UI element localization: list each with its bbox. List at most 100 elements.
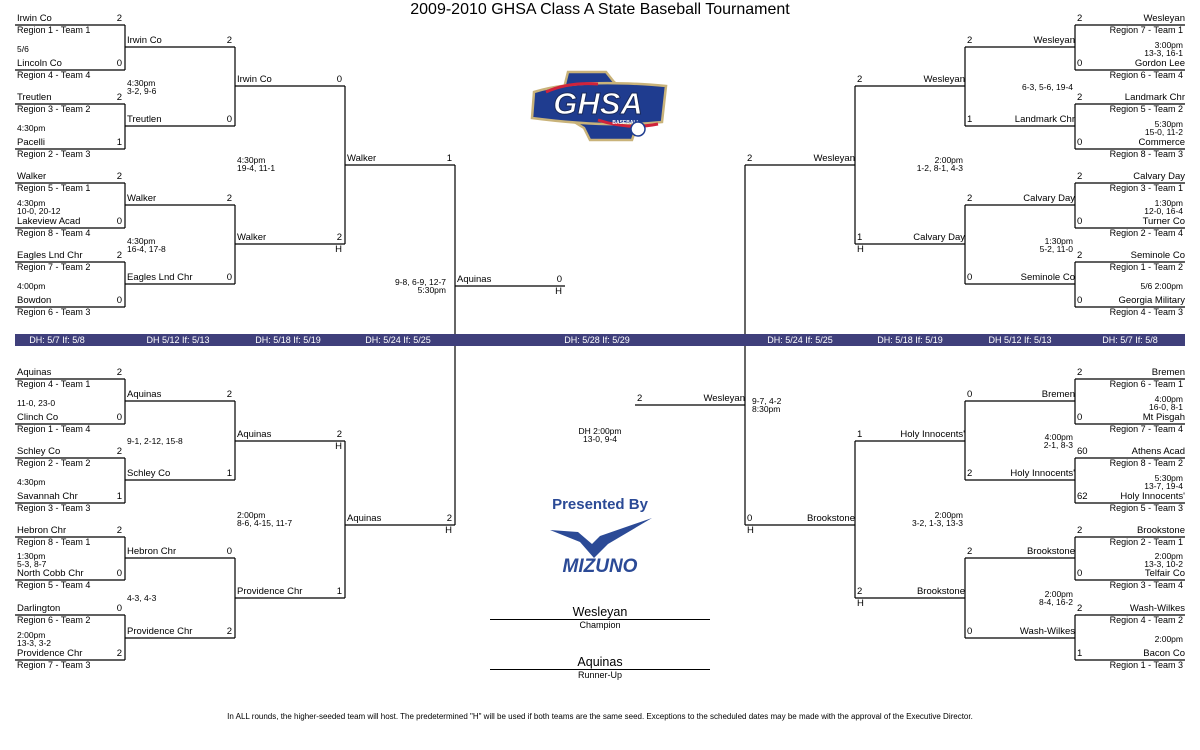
team-score: 2	[336, 232, 342, 243]
game-note: 1:30pm 5-2, 11-0	[1039, 235, 1073, 254]
team-name: Treutlen	[17, 92, 52, 103]
team-seed: Region 2 - Team 4	[1109, 228, 1183, 238]
game-note: 4:30pm 3-2, 9-6	[127, 77, 157, 96]
team-name: Aquinas	[457, 274, 492, 285]
team-name: Irwin Co	[127, 35, 162, 46]
runner-up-team: Aquinas	[577, 655, 623, 669]
team-score: 0	[967, 272, 973, 283]
round-date-label: DH 5/12 If: 5/13	[988, 335, 1052, 345]
team-name: Wesleyan	[923, 74, 965, 85]
team-name: Walker	[127, 193, 157, 204]
team-score: 0	[1077, 58, 1083, 69]
team-score: 2	[226, 193, 232, 204]
team-seed: Region 2 - Team 2	[17, 458, 91, 468]
svg-text:BASEBALL: BASEBALL	[612, 120, 639, 126]
home-marker: H	[445, 525, 452, 536]
team-name: Commerce	[1138, 137, 1185, 148]
team-score: 1	[967, 114, 973, 125]
team-score: 0	[226, 114, 232, 125]
game-note: 6-3, 5-6, 19-4	[1021, 81, 1073, 92]
team-name: Bowdon	[17, 295, 52, 306]
ghsa-baseball-logo: GHSA BASEBALL	[530, 70, 668, 142]
team-seed: Region 1 - Team 1	[17, 25, 91, 35]
game-note: 5/6	[17, 43, 29, 54]
team-score: 1	[1077, 648, 1083, 659]
champion-label: Champion	[490, 619, 710, 630]
round-dates-band: DH: 5/7 If: 5/8 DH 5/12 If: 5/13 DH: 5/1…	[15, 334, 1185, 346]
team-name: Wesleyan	[1143, 13, 1185, 24]
team-seed: Region 8 - Team 1	[17, 537, 91, 547]
team-score: 62	[1077, 491, 1088, 502]
team-name: Clinch Co	[17, 412, 59, 423]
game-note: 2:00pm 1-2, 8-1, 4-3	[916, 155, 963, 173]
team-score: 2	[967, 35, 973, 46]
round-date-label: DH: 5/7 If: 5/8	[29, 335, 85, 345]
presented-by-caption: Presented By	[552, 496, 648, 513]
game-note: DH 2:00pm 13-0, 9-4	[578, 426, 622, 444]
home-marker: H	[335, 441, 342, 452]
round-date-label: DH: 5/7 If: 5/8	[1102, 335, 1158, 345]
team-score: 2	[226, 35, 232, 46]
team-name: Eagles Lnd Chr	[17, 250, 83, 261]
team-score: 2	[116, 250, 122, 261]
team-score: 2	[967, 193, 973, 204]
team-seed: Region 3 - Team 4	[1109, 580, 1183, 590]
team-name: Hebron Chr	[17, 525, 67, 536]
team-score: 0	[1077, 216, 1083, 227]
team-score: 2	[1077, 250, 1083, 261]
team-name: Schley Co	[127, 468, 171, 479]
game-note: 2:00pm	[1154, 633, 1183, 644]
team-score: 1	[116, 491, 122, 502]
svg-text:GHSA: GHSA	[553, 86, 643, 121]
team-name: Landmark Chr	[1124, 92, 1185, 103]
game-note: 4:30pm	[17, 476, 46, 487]
team-name: Schley Co	[17, 446, 61, 457]
team-seed: Region 7 - Team 1	[1109, 25, 1183, 35]
team-score: 2	[116, 13, 122, 24]
team-seed: Region 5 - Team 4	[17, 580, 91, 590]
team-score: 0	[226, 546, 232, 557]
team-score: 2	[1077, 603, 1083, 614]
team-name: Eagles Lnd Chr	[127, 272, 193, 283]
team-seed: Region 8 - Team 3	[1109, 149, 1183, 159]
team-score: 2	[967, 468, 973, 479]
game-note: 5/6 2:00pm	[1140, 280, 1183, 291]
team-score: 1	[857, 232, 863, 243]
game-note: 2:00pm 3-2, 1-3, 13-3	[911, 509, 963, 528]
team-seed: Region 7 - Team 4	[1109, 424, 1183, 434]
team-seed: Region 7 - Team 3	[17, 660, 91, 670]
team-seed: Region 6 - Team 2	[17, 615, 91, 625]
team-score: 2	[1077, 171, 1083, 182]
game-note: 4:30pm 19-4, 11-1	[237, 155, 276, 173]
team-seed: Region 4 - Team 1	[17, 379, 91, 389]
team-seed: Region 8 - Team 2	[1109, 458, 1183, 468]
team-name: Walker	[347, 153, 377, 164]
team-seed: Region 3 - Team 1	[1109, 183, 1183, 193]
team-score: 1	[226, 468, 232, 479]
team-score: 2	[116, 367, 122, 378]
home-marker: H	[555, 286, 562, 297]
home-marker: H	[857, 598, 864, 609]
page-title: 2009-2010 GHSA Class A State Baseball To…	[410, 1, 790, 18]
team-score: 0	[1077, 137, 1083, 148]
runner-up-block: Aquinas Runner-Up	[490, 656, 710, 680]
team-name: Landmark Chr	[1014, 114, 1075, 125]
svg-text:MIZUNO: MIZUNO	[563, 556, 638, 574]
team-score: 0	[1077, 295, 1083, 306]
team-score: 0	[967, 389, 973, 400]
team-score: 0	[226, 272, 232, 283]
game-note: 2:00pm 13-3, 3-2	[17, 629, 52, 648]
game-note: 9-7, 4-2 8:30pm	[752, 396, 782, 414]
team-name: Wash-Wilkes	[1019, 626, 1075, 637]
team-score: 2	[336, 429, 342, 440]
team-name: Holy Innocents'	[1120, 491, 1185, 502]
round-date-label: DH: 5/18 If: 5/19	[255, 335, 321, 345]
game-note: 4:30pm 10-0, 20-12	[17, 197, 61, 216]
team-name: Wesleyan	[813, 153, 855, 164]
team-seed: Region 2 - Team 1	[1109, 537, 1183, 547]
team-name: Calvary Day	[1023, 193, 1075, 204]
team-name: Irwin Co	[17, 13, 52, 24]
team-score: 0	[336, 74, 342, 85]
